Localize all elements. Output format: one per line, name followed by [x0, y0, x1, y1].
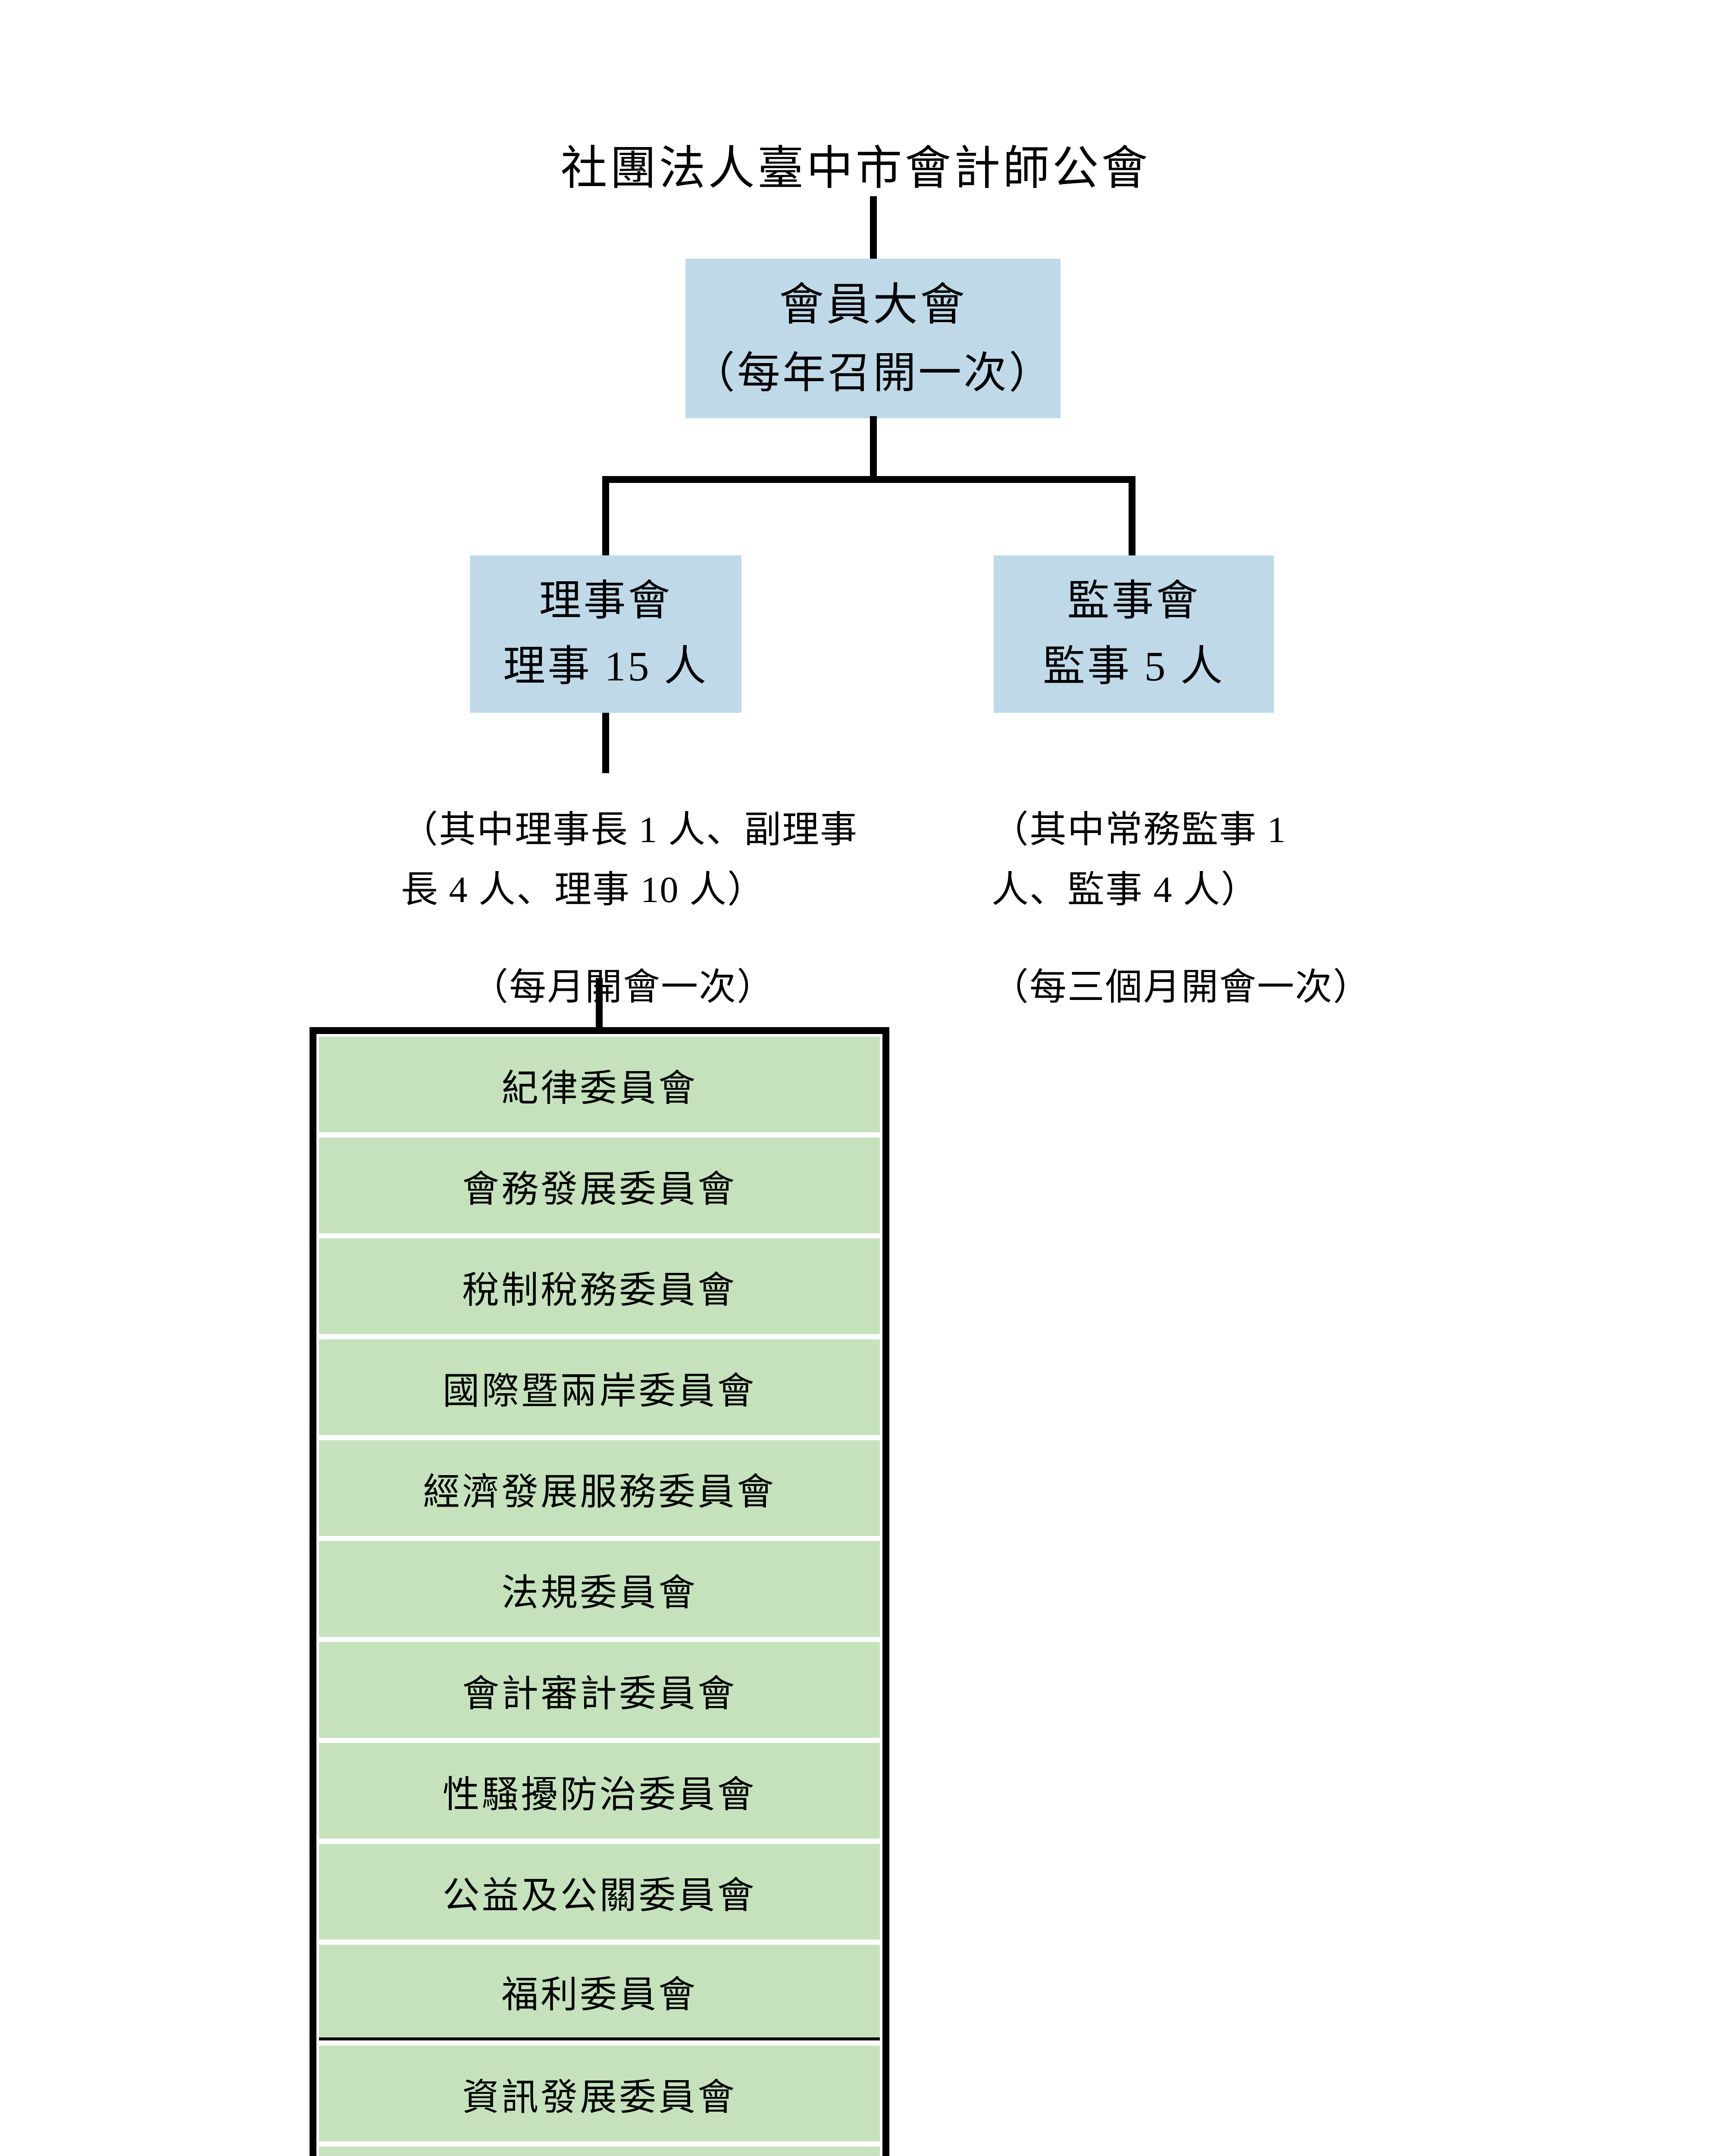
connector-assembly-stem — [870, 416, 877, 479]
connector-assembly-crossbar — [602, 476, 1135, 483]
committee-list-panel: 紀律委員會 會務發展委員會 稅制稅務委員會 國際暨兩岸委員會 經濟發展服務委員會… — [310, 1027, 889, 2156]
node-board-of-directors: 理事會 理事 15 人 — [470, 555, 741, 713]
node-board-of-supervisors: 監事會 監事 5 人 — [994, 555, 1274, 713]
committee-item[interactable]: 性騷擾防治委員會 — [319, 1743, 880, 1839]
committee-item[interactable]: 札根養成委員會 — [319, 2147, 880, 2156]
connector-directors-to-committees — [596, 978, 603, 1031]
committee-item[interactable]: 稅制稅務委員會 — [319, 1238, 880, 1334]
node-assembly-title: 會員大會 — [779, 280, 967, 330]
note-supervisors-line1: （其中常務監事 1 — [992, 809, 1287, 850]
connector-directors-stub — [602, 713, 609, 773]
committee-item[interactable]: 國際暨兩岸委員會 — [319, 1339, 880, 1435]
note-directors-line2: 長 4 人、理事 10 人） — [401, 869, 765, 911]
note-directors-frequency: （每月開會一次） — [471, 966, 775, 1008]
note-supervisors-frequency: （每三個月開會一次） — [992, 966, 1371, 1008]
committee-item[interactable]: 福利委員會 — [319, 1945, 880, 2040]
committee-item[interactable]: 公益及公關委員會 — [319, 1844, 880, 1940]
connector-to-directors — [602, 476, 609, 558]
node-directors-composition: 理事 15 人 — [503, 643, 708, 690]
committee-item[interactable]: 資訊發展委員會 — [319, 2046, 880, 2141]
node-members-assembly: 會員大會 （每年召開一次） — [685, 259, 1060, 418]
committee-item[interactable]: 法規委員會 — [319, 1541, 880, 1637]
node-supervisors-title: 監事會 — [1067, 577, 1201, 624]
committee-item[interactable]: 經濟發展服務委員會 — [319, 1440, 880, 1536]
node-supervisors-composition: 監事 5 人 — [1042, 643, 1225, 690]
connector-title-to-assembly — [870, 196, 877, 261]
page-title: 社團法人臺中市會計師公會 — [560, 143, 1151, 194]
committee-item[interactable]: 會務發展委員會 — [319, 1138, 880, 1233]
committee-item[interactable]: 會計審計委員會 — [319, 1642, 880, 1738]
node-directors-title: 理事會 — [539, 577, 673, 624]
committee-item[interactable]: 紀律委員會 — [319, 1037, 880, 1132]
note-supervisors-line2: 人、監事 4 人） — [992, 869, 1259, 911]
note-board-of-supervisors: （其中常務監事 1 人、監事 4 人） （每三個月開會一次） — [992, 800, 1371, 1017]
node-assembly-frequency: （每年召開一次） — [692, 349, 1054, 398]
note-directors-line1: （其中理事長 1 人、副理事 — [401, 809, 858, 850]
connector-to-supervisors — [1129, 476, 1135, 558]
note-board-of-directors: （其中理事長 1 人、副理事 長 4 人、理事 10 人） （每月開會一次） — [401, 800, 858, 1017]
